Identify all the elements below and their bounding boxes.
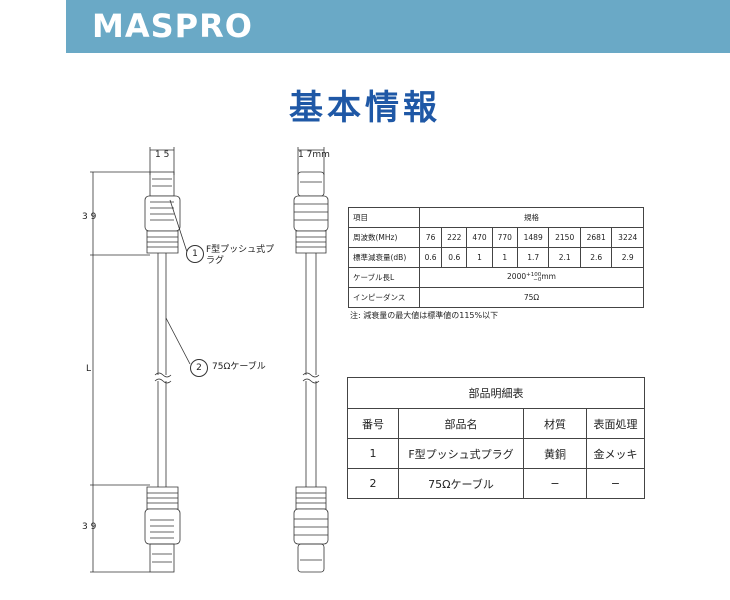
callout-1-label-line2: ラグ bbox=[206, 256, 225, 266]
callout-1-number: 1 bbox=[186, 245, 204, 263]
parts-table: 部品明細表 番号 部品名 材質 表面処理 1 F型プッシュ式プラグ 黄銅 金メッ… bbox=[347, 377, 645, 499]
dim-width-left: 1 5 bbox=[155, 150, 170, 160]
parts-cell: 金メッキ bbox=[586, 438, 645, 469]
freq-value: 2150 bbox=[548, 227, 581, 248]
atten-value: 2.9 bbox=[611, 247, 644, 268]
parts-header: 部品名 bbox=[398, 408, 524, 439]
atten-label: 標準減衰量(dB) bbox=[348, 247, 420, 268]
length-tol-plus: +100 bbox=[526, 272, 542, 278]
parts-cell: − bbox=[586, 468, 645, 499]
atten-value: 1.7 bbox=[516, 247, 550, 268]
callout-1-label-line1: F型プッシュ式プ bbox=[206, 245, 275, 255]
freq-value: 76 bbox=[418, 227, 443, 248]
freq-label: 周波数(MHz) bbox=[348, 227, 420, 248]
freq-value: 770 bbox=[491, 227, 518, 248]
spec-impedance-row: インピーダンス 75Ω bbox=[348, 287, 644, 308]
page-title: 基本情報 bbox=[289, 88, 441, 128]
parts-cell: F型プッシュ式プラグ bbox=[398, 438, 524, 469]
spec-length-row: ケーブル長L 2000+100−0mm bbox=[348, 267, 644, 288]
parts-cell: 2 bbox=[347, 468, 399, 499]
spec-atten-row: 標準減衰量(dB) 0.6 0.6 1 1 1.7 2.1 2.6 2.9 bbox=[348, 247, 644, 268]
freq-value: 2681 bbox=[579, 227, 613, 248]
atten-value: 0.6 bbox=[418, 247, 443, 268]
parts-header-row: 番号 部品名 材質 表面処理 bbox=[347, 408, 645, 439]
length-value-cell: 2000+100−0mm bbox=[419, 267, 644, 288]
length-unit: mm bbox=[541, 272, 556, 281]
atten-value: 2.1 bbox=[548, 247, 581, 268]
atten-value: 1 bbox=[491, 247, 518, 268]
atten-value: 2.6 bbox=[579, 247, 613, 268]
dim-top: 3 9 bbox=[82, 212, 97, 222]
parts-header: 材質 bbox=[523, 408, 587, 439]
dim-width-right: 1 7mm bbox=[298, 150, 330, 160]
impedance-value: 75Ω bbox=[419, 287, 644, 308]
length-tol-minus: −0 bbox=[533, 277, 542, 283]
table-row: 2 75Ωケーブル − − bbox=[347, 468, 645, 499]
atten-value: 0.6 bbox=[441, 247, 468, 268]
spec-header-row: 項目 規格 bbox=[348, 207, 644, 228]
parts-cell: 1 bbox=[347, 438, 399, 469]
parts-header: 表面処理 bbox=[586, 408, 645, 439]
maspro-logo: MASPRO bbox=[92, 7, 253, 45]
freq-value: 3224 bbox=[611, 227, 644, 248]
leader-line bbox=[169, 199, 188, 253]
freq-value: 470 bbox=[466, 227, 493, 248]
spec-table: 項目 規格 周波数(MHz) 76 222 470 770 1489 2150 … bbox=[348, 207, 644, 308]
spec-note: 注: 減衰量の最大値は標準値の115%以下 bbox=[350, 311, 499, 320]
spec-freq-row: 周波数(MHz) 76 222 470 770 1489 2150 2681 3… bbox=[348, 227, 644, 248]
dim-bottom: 3 9 bbox=[82, 522, 97, 532]
callout-2-label: 75Ωケーブル bbox=[212, 362, 266, 372]
leader-line bbox=[165, 317, 191, 365]
parts-header: 番号 bbox=[347, 408, 399, 439]
spec-header-item: 項目 bbox=[348, 207, 420, 228]
table-row: 1 F型プッシュ式プラグ 黄銅 金メッキ bbox=[347, 438, 645, 469]
impedance-label: インピーダンス bbox=[348, 287, 420, 308]
freq-value: 222 bbox=[441, 227, 468, 248]
length-label: ケーブル長L bbox=[348, 267, 420, 288]
spec-header-spec: 規格 bbox=[419, 207, 644, 228]
parts-table-caption: 部品明細表 bbox=[347, 377, 645, 409]
parts-cell: 黄銅 bbox=[523, 438, 587, 469]
callout-2-number: 2 bbox=[190, 359, 208, 377]
length-value: 2000 bbox=[507, 272, 527, 281]
atten-value: 1 bbox=[466, 247, 493, 268]
dim-middle: L bbox=[86, 364, 92, 374]
header-bar: MASPRO bbox=[66, 0, 730, 53]
freq-value: 1489 bbox=[516, 227, 550, 248]
parts-cell: − bbox=[523, 468, 587, 499]
parts-cell: 75Ωケーブル bbox=[398, 468, 524, 499]
plug-tip bbox=[149, 171, 175, 197]
